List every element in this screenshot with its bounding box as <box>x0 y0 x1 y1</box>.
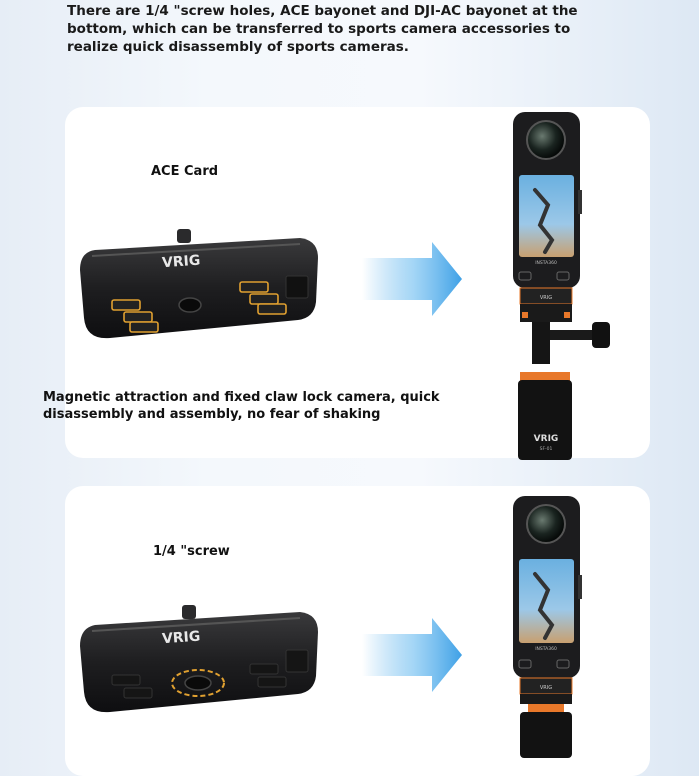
product-page: There are 1/4 "screw holes, ACE bayonet … <box>43 3 610 758</box>
mount-screw-top <box>177 229 191 243</box>
camera-lens-2 <box>526 504 566 544</box>
camera-illustration-2: INSTA360 VRIG <box>513 496 582 758</box>
svg-text:SF-01: SF-01 <box>540 446 553 452</box>
section-label-screw: 1/4 "screw <box>153 544 230 559</box>
bayonet-clips-left <box>111 299 159 333</box>
screw-mount-illustration: VRIG <box>80 605 318 713</box>
svg-text:VRIG: VRIG <box>540 685 552 691</box>
svg-text:VRIG: VRIG <box>540 295 552 301</box>
ace-mount-illustration: VRIG <box>80 229 318 339</box>
mount-body-2 <box>80 612 318 713</box>
section-label-ace-card: ACE Card <box>151 164 219 179</box>
arrow-icon <box>362 242 462 316</box>
arrow-icon <box>362 618 462 692</box>
section-caption-magnetic: Magnetic attraction and fixed claw lock … <box>43 390 440 422</box>
mount-logo: VRIG <box>161 253 200 272</box>
selfie-stick <box>518 380 572 460</box>
screw-hole-highlight <box>171 669 225 697</box>
camera-brand: INSTA360 <box>535 260 557 266</box>
camera-lens <box>526 120 566 160</box>
screw-hole <box>178 297 202 313</box>
knob <box>592 322 610 348</box>
camera-illustration-1: INSTA360 VRIG VRIG SF-01 <box>513 112 610 460</box>
mount-logo-2: VRIG <box>161 629 200 648</box>
illustration-layer: VRIG INSTA360 VRIG VRI <box>80 112 610 758</box>
intro-text: There are 1/4 "screw holes, ACE bayonet … <box>67 3 578 55</box>
camera-screen <box>519 175 574 257</box>
svg-text:VRIG: VRIG <box>534 434 559 444</box>
svg-text:INSTA360: INSTA360 <box>535 646 557 652</box>
bayonet-clips-right <box>239 281 287 315</box>
